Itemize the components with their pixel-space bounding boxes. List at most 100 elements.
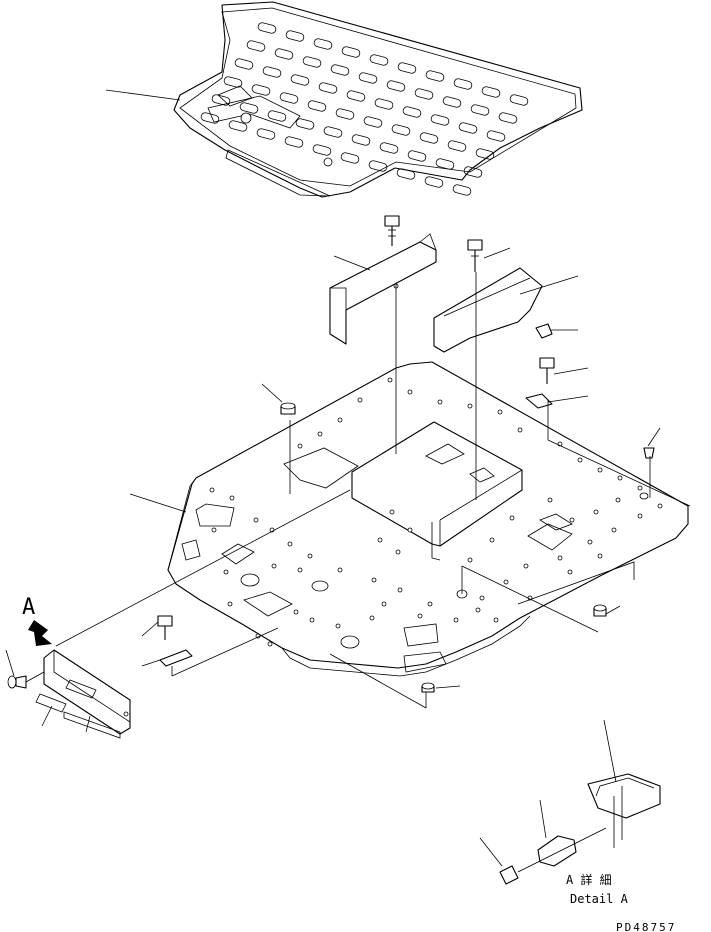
mat-slot xyxy=(346,90,366,102)
plate-hole xyxy=(223,569,229,575)
mat-slot xyxy=(475,148,495,160)
bracket-bolt xyxy=(157,615,279,677)
plate-hole xyxy=(467,557,473,563)
clip xyxy=(535,323,553,339)
mat-slot xyxy=(341,46,361,58)
mat-slot xyxy=(223,76,243,88)
plate-hole xyxy=(371,577,377,583)
plate-hole xyxy=(227,601,233,607)
plate-hole xyxy=(211,527,217,533)
mat-slot xyxy=(279,92,299,104)
mat-slot xyxy=(424,176,444,188)
plate-hole xyxy=(369,615,375,621)
mat-slot xyxy=(262,66,282,78)
plate-hole xyxy=(517,427,523,433)
mat-slot xyxy=(340,152,360,164)
mat-slot xyxy=(374,98,394,110)
plate-hole xyxy=(395,549,401,555)
mat-slot xyxy=(368,160,388,172)
bolt-right xyxy=(539,357,555,384)
plate-hole xyxy=(567,569,573,575)
mat-slot xyxy=(330,64,350,76)
small-plate xyxy=(525,393,553,409)
view-arrow xyxy=(28,620,52,646)
mat-slot xyxy=(312,144,332,156)
plate-hole xyxy=(523,563,529,569)
mat-slot xyxy=(442,96,462,108)
mat-slot xyxy=(402,106,422,118)
plate-hole xyxy=(337,567,343,573)
mat-slot xyxy=(228,120,248,132)
drawing-number: PD48757 xyxy=(616,921,676,932)
mat-slot xyxy=(379,142,399,154)
mat-slot xyxy=(435,158,455,170)
plate-hole xyxy=(467,403,473,409)
plate-hole xyxy=(577,457,583,463)
mat-slot xyxy=(335,108,355,120)
plate-hole xyxy=(253,517,259,523)
mat-slot xyxy=(285,30,305,42)
mat-slot xyxy=(302,56,322,68)
plate-hole xyxy=(357,397,363,403)
detail-a-drawing xyxy=(499,773,661,885)
bolt-cover-left xyxy=(384,215,400,246)
plate-hole xyxy=(587,539,593,545)
step-plate xyxy=(35,649,131,739)
plate-hole xyxy=(503,579,509,585)
mat-slot xyxy=(486,130,506,142)
mat-slot xyxy=(363,116,383,128)
assembly-lines xyxy=(55,272,691,709)
plate-hole xyxy=(387,377,393,383)
cap-plug xyxy=(421,682,435,693)
grommet xyxy=(643,447,655,459)
plate-hole xyxy=(475,607,481,613)
plate-hole xyxy=(617,475,623,481)
detail-title-jp: A 詳 細 xyxy=(566,872,612,887)
plate-hole xyxy=(307,553,313,559)
plate-hole xyxy=(389,509,395,515)
mat-slot xyxy=(369,54,389,66)
screw-a xyxy=(7,671,45,689)
mat-slot xyxy=(386,80,406,92)
mat-slot xyxy=(458,122,478,134)
cover-right xyxy=(433,267,543,353)
mat-slot xyxy=(267,110,287,122)
cap-plug xyxy=(280,402,296,415)
plate-hole xyxy=(335,623,341,629)
mat-slot xyxy=(307,100,327,112)
mat-slot xyxy=(397,62,417,74)
plate-hole xyxy=(637,485,643,491)
mat-slot xyxy=(351,134,371,146)
mat-slot xyxy=(498,112,518,124)
detail-title-en: Detail A xyxy=(570,892,629,906)
view-marker-label: A xyxy=(22,595,35,620)
mat-slot xyxy=(211,94,231,106)
plate-hole xyxy=(615,497,621,503)
leader-lines xyxy=(5,89,661,867)
mat-slot xyxy=(452,184,472,196)
plate-hole xyxy=(557,555,563,561)
plate-hole xyxy=(547,497,553,503)
mat-slot xyxy=(453,78,473,90)
plate-hole xyxy=(427,601,433,607)
plate-hole xyxy=(611,527,617,533)
plate-hole xyxy=(569,517,575,523)
plate-hole xyxy=(593,509,599,515)
plate-hole xyxy=(637,513,643,519)
mat-slot xyxy=(425,70,445,82)
plate-hole xyxy=(597,553,603,559)
mat-slot xyxy=(290,74,310,86)
plate-hole xyxy=(287,541,293,547)
plate-hole xyxy=(657,503,663,509)
plate-hole xyxy=(497,409,503,415)
mat-slot xyxy=(274,48,294,60)
mat-slot xyxy=(414,88,434,100)
plate-hole xyxy=(267,641,273,647)
mat-slot xyxy=(295,118,315,130)
plate-hole xyxy=(381,601,387,607)
plate-hole xyxy=(297,567,303,573)
mat-slot xyxy=(470,104,490,116)
plate-holes xyxy=(209,377,663,647)
mat-slot xyxy=(256,128,276,140)
